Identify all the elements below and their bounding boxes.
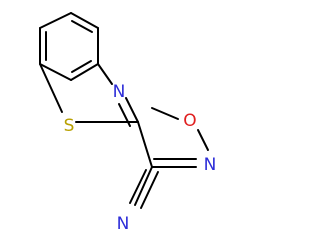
bond	[71, 20, 93, 33]
bond	[197, 129, 209, 151]
bond	[71, 60, 92, 73]
bond	[39, 63, 72, 81]
bond	[140, 171, 159, 209]
atom-oxime-nitrogen: N	[204, 155, 217, 175]
bond	[125, 97, 139, 123]
bond	[134, 166, 153, 206]
side-chain	[129, 107, 209, 209]
bond	[151, 107, 179, 120]
bond	[97, 63, 113, 85]
thiazole-ring	[39, 63, 139, 127]
atom-sulfur: S	[64, 116, 75, 136]
bond	[39, 63, 63, 113]
structure-canvas: S N O N N	[39, 12, 217, 234]
atom-nitrile-nitrogen: N	[117, 214, 130, 234]
molecule-structure: S N O N N	[39, 12, 217, 234]
benzene-ring	[39, 12, 99, 81]
atom-thiazole-nitrogen: N	[113, 82, 126, 102]
bond	[39, 12, 72, 29]
bond	[137, 121, 153, 168]
bond	[70, 63, 99, 81]
bond	[70, 12, 99, 29]
bond	[129, 169, 147, 204]
atom-oxygen: O	[183, 111, 196, 131]
